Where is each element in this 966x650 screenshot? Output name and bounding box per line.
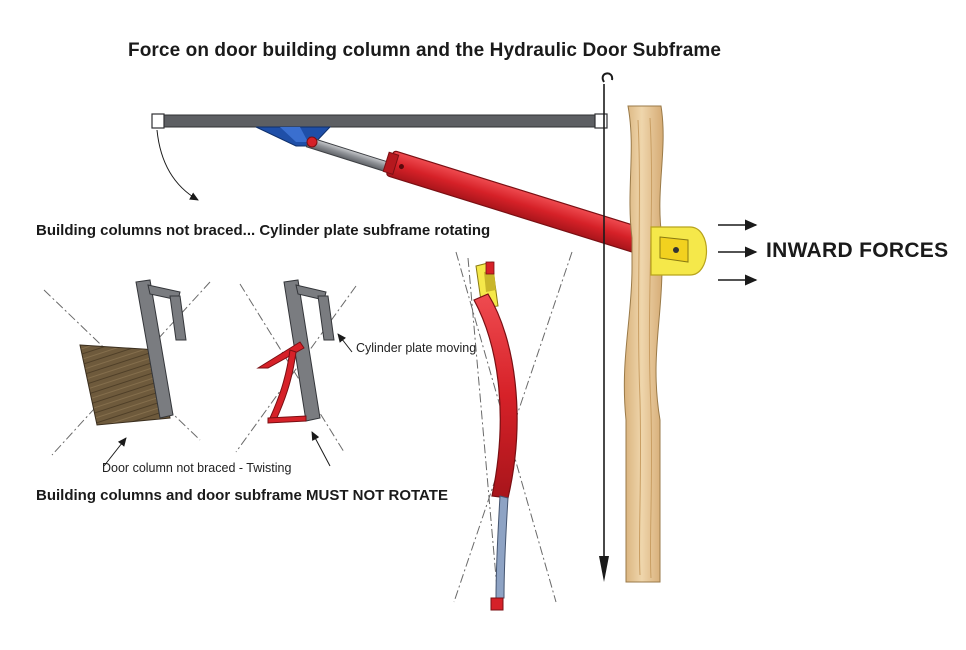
building-header-beam [151,113,608,129]
hydraulic-cylinder [305,136,662,259]
label-door-column-twisting: Door column not braced - Twisting [102,461,292,475]
column-with-red-subframe [235,279,357,453]
leader-arrow-columns [156,129,199,201]
leader-lines-twisting [103,333,353,467]
bent-cylinder-side-view [453,251,573,611]
plumb-line [599,72,614,582]
cylinder-plate [650,226,708,276]
wood-building-column [623,105,664,583]
inward-force-arrows [718,219,758,286]
column-with-wood-block [43,279,211,456]
label-inward-forces: INWARD FORCES [766,239,949,262]
label-must-not-rotate: Building columns and door subframe MUST … [36,487,448,504]
label-columns-not-braced: Building columns not braced... Cylinder … [36,222,491,239]
label-cylinder-plate-moving: Cylinder plate moving [356,341,477,355]
diagram-title: Force on door building column and the Hy… [128,40,722,61]
